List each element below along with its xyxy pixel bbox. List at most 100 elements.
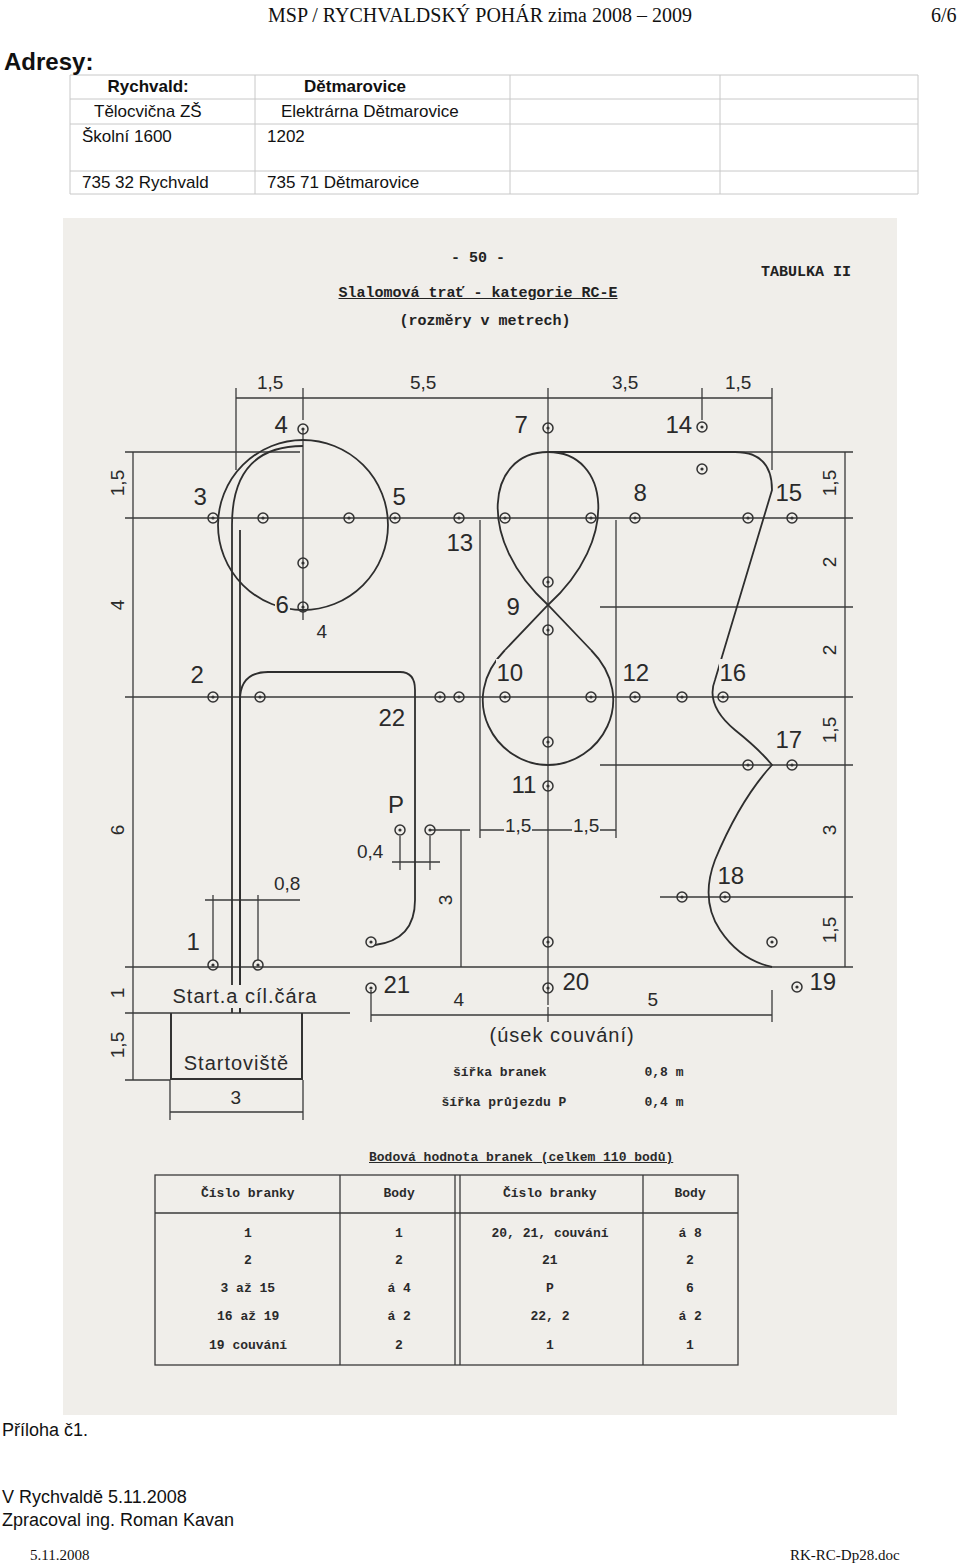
dimension-label: 1,5	[107, 469, 129, 497]
gate-marker	[298, 558, 308, 568]
gate-marker	[787, 760, 797, 770]
gate-marker	[258, 513, 268, 523]
gate-number: 17	[775, 726, 804, 754]
gate-marker	[543, 625, 553, 635]
gate-number: 8	[633, 479, 648, 507]
dimension-lines	[460, 830, 461, 967]
dimension-lines	[430, 829, 470, 830]
table-cell: 0,8 m	[644, 1065, 685, 1080]
dimension-lines	[392, 861, 440, 862]
dimension-label: 3	[230, 1087, 243, 1109]
gate-marker	[425, 825, 435, 835]
points-table-lines	[642, 1175, 643, 1365]
section-heading: Adresy:	[4, 48, 93, 76]
gate-marker	[253, 960, 263, 970]
table-cell: 735 32 Rychvald	[82, 173, 209, 193]
footer-text: Příloha č1.	[2, 1420, 88, 1441]
table-cell: šířka branek	[452, 1065, 548, 1080]
dimension-lines	[125, 517, 800, 518]
gate-marker	[630, 692, 640, 702]
track-path	[498, 452, 599, 650]
dimension-lines	[132, 452, 133, 1080]
dimension-lines	[615, 520, 616, 838]
address-table-lines	[510, 75, 511, 194]
gate-marker	[543, 577, 553, 587]
gate-number: 19	[809, 968, 838, 996]
points-table-lines	[155, 1175, 738, 1365]
dimension-lines	[547, 1007, 548, 1022]
dimension-lines	[125, 1079, 170, 1080]
gate-marker	[677, 892, 687, 902]
table-cell: 2	[394, 1253, 404, 1268]
dimension-lines	[371, 1014, 772, 1015]
gate-number: 16	[719, 659, 748, 687]
page-header: 6/6	[931, 4, 957, 27]
dimension-label: 3	[819, 824, 841, 837]
table-cell: Dětmarovice	[304, 77, 406, 97]
start-area-box: Startoviště	[170, 1013, 303, 1080]
gate-marker	[586, 513, 596, 523]
gate-number: 22	[378, 704, 407, 732]
dimension-lines	[600, 606, 853, 607]
dimension-label: 5	[647, 989, 660, 1011]
gate-marker	[208, 422, 802, 993]
dimension-lines	[399, 836, 400, 870]
points-table-lines	[339, 1175, 340, 1365]
gate-number: P	[387, 791, 405, 819]
points-table-lines	[454, 1175, 455, 1365]
dimension-label: 0,8	[273, 873, 301, 895]
address-table-lines	[70, 99, 918, 100]
dimension-label: 3,5	[611, 372, 639, 394]
table-cell: Číslo branky	[502, 1186, 598, 1201]
gate-marker	[454, 692, 464, 702]
gate-number: 13	[446, 529, 475, 557]
footer-text: Zpracoval ing. Roman Kavan	[2, 1510, 234, 1531]
table-cell: 21	[541, 1253, 559, 1268]
points-table-lines	[155, 1212, 738, 1213]
drawing-note: Start.a cíl.čára	[172, 985, 319, 1008]
dimension-lines	[771, 388, 772, 470]
drawing-heading: (rozměry v metrech)	[400, 313, 571, 330]
address-table-lines	[720, 75, 721, 194]
dimension-lines	[302, 1080, 303, 1120]
gate-marker	[366, 937, 376, 947]
dimension-lines	[236, 397, 772, 398]
gate-marker	[743, 513, 753, 523]
track-path	[231, 525, 233, 1013]
drawing-heading: - 50 -	[451, 250, 505, 267]
dimension-lines	[844, 452, 845, 967]
gate-number: 10	[496, 659, 525, 687]
dimension-lines	[169, 1080, 170, 1120]
dimension-lines	[701, 388, 702, 420]
dimension-label: 3	[435, 894, 457, 907]
table-cell: 2	[394, 1338, 404, 1353]
table-cell: á 4	[387, 1281, 412, 1296]
table-cell: Body	[674, 1186, 707, 1201]
table-cell: 2	[243, 1253, 253, 1268]
table-cell: 1	[545, 1338, 555, 1353]
footer-text: RK-RC-Dp28.doc	[790, 1547, 900, 1564]
dimension-lines	[800, 517, 853, 518]
dimension-lines	[479, 520, 480, 838]
table-cell: 1	[394, 1226, 404, 1241]
footer-text: V Rychvaldě 5.11.2008	[2, 1487, 187, 1508]
gate-marker	[543, 983, 553, 993]
table-cell: Bodová hodnota branek (celkem 110 bodů)	[368, 1150, 674, 1165]
dimension-lines	[125, 966, 853, 967]
track-path	[218, 440, 388, 610]
address-table-lines	[70, 124, 918, 125]
address-table-lines	[70, 75, 918, 76]
table-cell: á 2	[678, 1309, 703, 1324]
gate-marker	[208, 513, 218, 523]
gate-marker	[208, 960, 218, 970]
gate-marker	[366, 983, 376, 993]
dimension-lines	[170, 1111, 303, 1112]
gate-number: 9	[506, 593, 521, 621]
dimension-lines	[125, 388, 853, 1120]
gate-marker	[718, 692, 728, 702]
gate-marker	[677, 692, 687, 702]
gate-number: 1	[186, 928, 201, 956]
address-table-lines	[918, 75, 919, 194]
